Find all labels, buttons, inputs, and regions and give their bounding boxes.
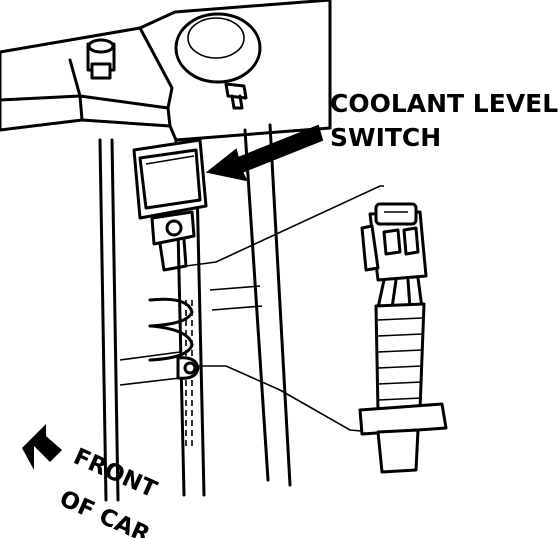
switch-label-line1: COOLANT LEVEL: [330, 89, 558, 118]
switch-pointer-arrow: [205, 124, 324, 182]
side-hose-loop: [148, 297, 194, 362]
harness-wires: [358, 276, 448, 474]
harness-connector: [360, 202, 428, 282]
radiator-side-panel: [98, 0, 332, 502]
radiator-upper-tank: [0, 0, 332, 142]
bracket-bolt: [86, 38, 116, 80]
front-of-car-arrow: [22, 424, 62, 470]
coolant-level-switch: [132, 138, 208, 272]
connector-leader-lines: [185, 185, 384, 433]
panel-grommet: [176, 356, 200, 380]
radiator-cap: [174, 12, 262, 110]
switch-label-line2: SWITCH: [330, 123, 441, 152]
